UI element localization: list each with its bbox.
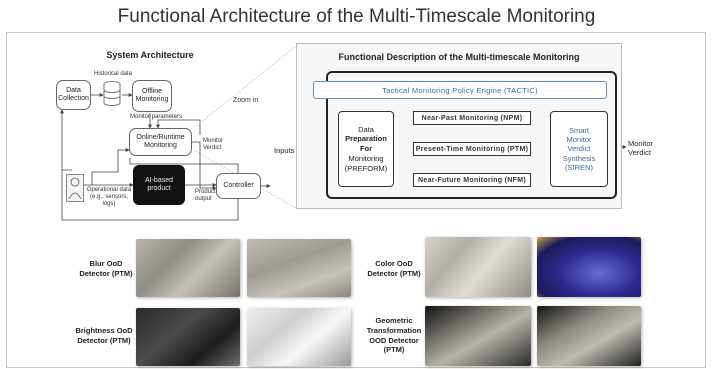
product-output-label: Product output <box>195 189 216 203</box>
operational-data-label: Operational data (e.g., sensors, logs) <box>86 187 132 208</box>
monitoring-boundary <box>326 71 617 199</box>
geometric-detector-label: Geometric Transformation OOD Detector (P… <box>354 316 434 355</box>
detector-line: (PTM) <box>383 345 405 355</box>
ai-based-product-box: AI-based product <box>133 165 185 205</box>
preform-line: Monitoring <box>348 153 384 163</box>
blur-detector-label: Blur OoD Detector (PTM) <box>66 259 146 279</box>
zoom-in-label: Zoom in <box>233 97 259 104</box>
preform-box: Data Preparation For Monitoring (PREFORM… <box>338 111 394 187</box>
controller-box: Controller <box>216 173 261 199</box>
siren-line: Monitor <box>566 134 592 144</box>
monitor-parameters-label: Monitor parameters <box>130 114 183 120</box>
detector-line: Detector (PTM) <box>367 268 421 278</box>
color-sample-image-2 <box>537 237 641 297</box>
content-frame <box>6 32 706 368</box>
detector-line: Transformation <box>366 325 422 335</box>
detector-line: Color OoD <box>375 259 413 268</box>
preform-line: Data <box>358 124 374 134</box>
detector-line: Blur OoD <box>89 259 123 268</box>
data-collection-box: Data Collection <box>56 80 91 110</box>
online-runtime-monitoring-box: Online/Runtime Monitoring <box>129 128 192 156</box>
siren-line: Verdict <box>567 144 591 154</box>
monitor-verdict-output: Monitor Verdict <box>628 139 653 158</box>
near-past-monitoring-box: Near-Past Monitoring (NPM) <box>413 111 531 125</box>
tactic-engine-box: Tactical Monitoring Policy Engine (TACTI… <box>313 81 607 99</box>
blur-sample-image-2 <box>247 239 351 297</box>
output-line: Verdict <box>628 148 651 158</box>
offline-monitoring-box: Offline Monitoring <box>132 80 172 112</box>
detector-line: Detector (PTM) <box>77 335 131 345</box>
brightness-detector-label: Brightness OoD Detector (PTM) <box>60 326 148 346</box>
detector-line: Geometric <box>375 316 413 325</box>
color-detector-label: Color OoD Detector (PTM) <box>356 259 432 279</box>
siren-box: Smart Monitor Verdict Synthesis (SIREN) <box>550 111 608 187</box>
system-architecture-title: System Architecture <box>106 50 194 60</box>
preform-line: For <box>359 144 373 154</box>
near-future-monitoring-box: Near-Future Monitoring (NFM) <box>413 173 531 187</box>
geometric-sample-image-1 <box>425 306 531 366</box>
color-sample-image-1 <box>425 237 531 297</box>
monitor-verdict-label: Monitor Verdict <box>203 138 224 152</box>
siren-line: Smart <box>568 125 589 135</box>
brightness-sample-image-1 <box>136 308 240 366</box>
detector-line: Brightness OoD <box>75 326 133 335</box>
present-time-monitoring-box: Present-Time Monitoring (PTM) <box>413 142 531 156</box>
output-line: Monitor <box>628 139 654 148</box>
page-title: Functional Architecture of the Multi-Tim… <box>117 6 596 27</box>
functional-description-title: Functional Description of the Multi-time… <box>338 52 580 62</box>
operator-person-icon <box>66 174 84 202</box>
detector-line: OOD Detector <box>369 335 419 345</box>
siren-line: (SIREN) <box>565 163 593 173</box>
geometric-sample-image-2 <box>537 306 641 366</box>
historical-data-label: Historical data <box>94 71 133 77</box>
blur-sample-image-1 <box>136 239 240 297</box>
brightness-sample-image-2 <box>247 308 351 366</box>
preform-line: Preparation <box>345 134 387 144</box>
siren-line: Synthesis <box>562 153 596 163</box>
inputs-label: Inputs <box>274 146 295 155</box>
preform-line: (PREFORM) <box>344 163 388 173</box>
detector-line: Detector (PTM) <box>79 268 133 278</box>
